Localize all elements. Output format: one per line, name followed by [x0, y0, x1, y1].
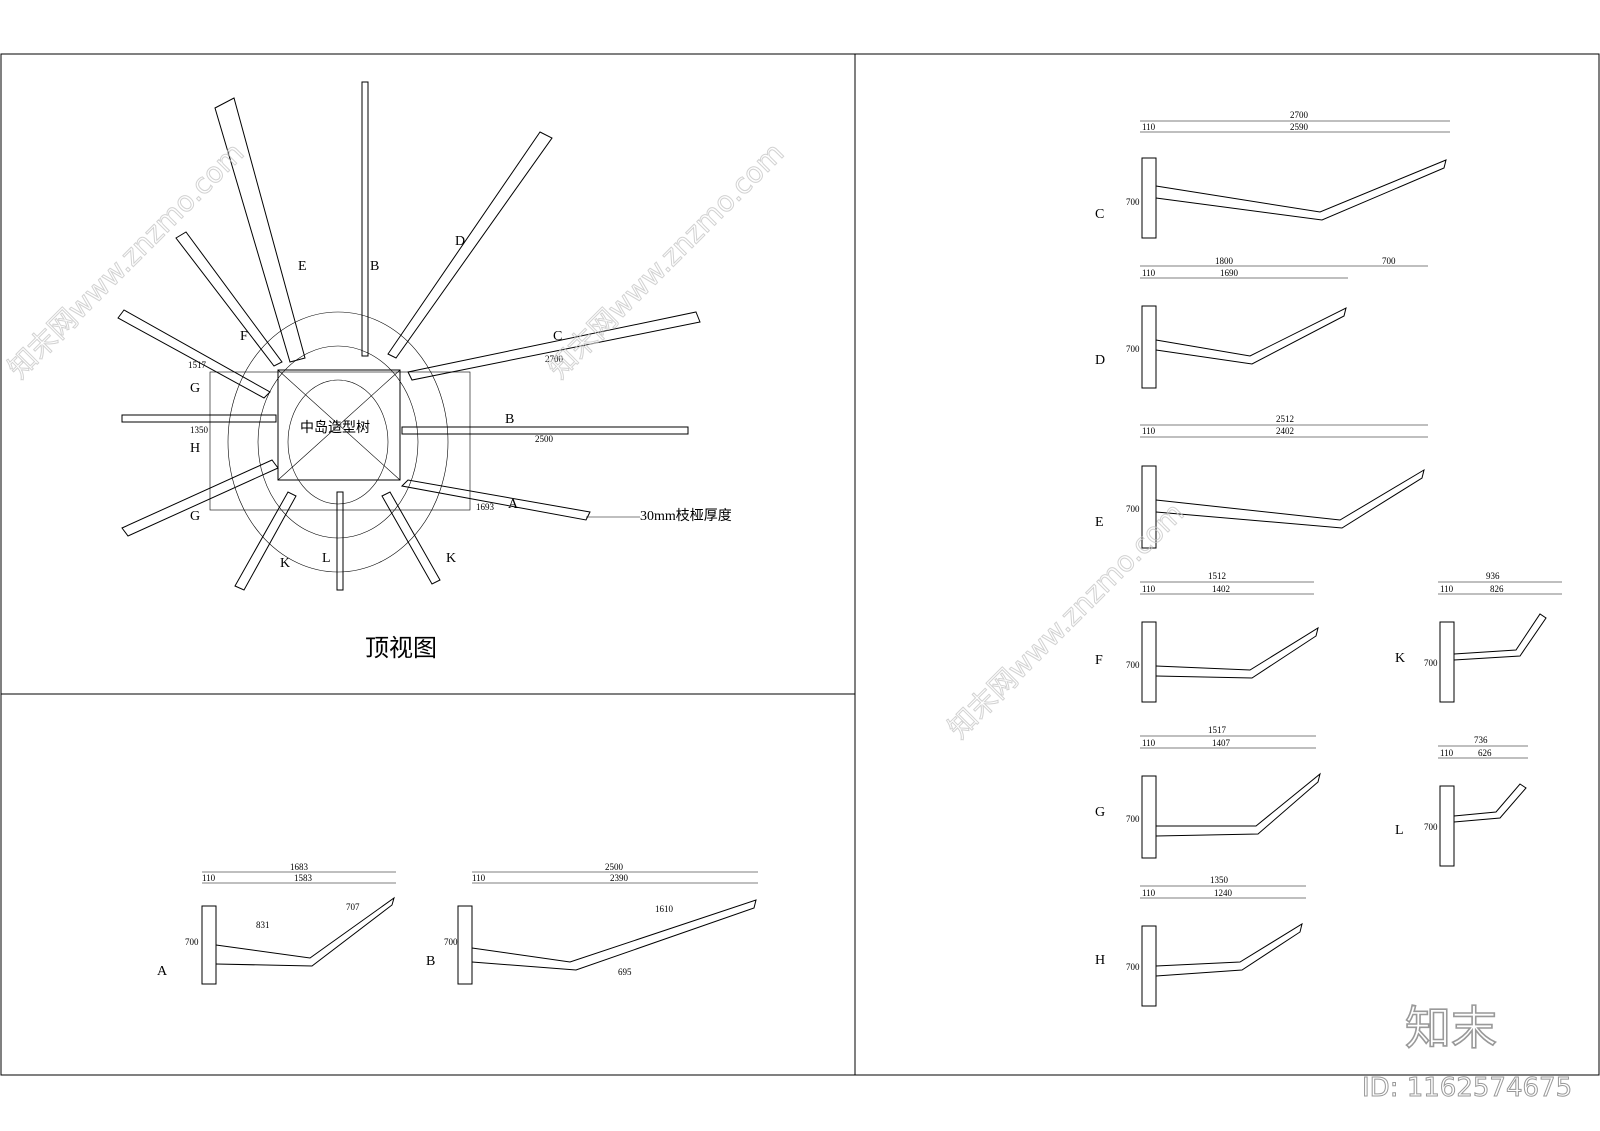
branch-label-f: F [240, 329, 248, 344]
profile-a-seg-3: 707 [346, 902, 360, 912]
branch-label-h: H [190, 441, 200, 456]
profile-a-seg-1: 831 [256, 920, 270, 930]
branch-label-g-top: G [190, 381, 200, 396]
watermark-text-3: 知末网www.znzmo.com [942, 496, 1191, 745]
profile-b-seg-3: 695 [618, 967, 632, 977]
profile-d-extra: 700 [1382, 256, 1396, 266]
branch-label-d: D [455, 234, 465, 249]
profile-d-total: 1800 [1215, 256, 1234, 266]
profile-e-height: 700 [1126, 504, 1140, 514]
branch-label-c: C [553, 329, 562, 344]
watermark-id: ID: 1162574675 [1362, 1073, 1572, 1103]
profile-c: 2700 2590 110 700 C [1095, 110, 1450, 239]
profile-d: 1800 1690 700 110 700 D [1095, 256, 1428, 389]
profile-h-label: H [1095, 953, 1105, 968]
profile-d-inner: 1690 [1220, 268, 1239, 278]
profile-k-total: 936 [1486, 571, 1500, 581]
profile-a-total: 1683 [290, 862, 309, 872]
profile-g-label: G [1095, 805, 1105, 820]
profile-e-base: 110 [1142, 426, 1156, 436]
watermark-brand: 知末 [1405, 1001, 1497, 1055]
branch-label-k-left: K [280, 556, 290, 571]
profile-h-base: 110 [1142, 888, 1156, 898]
dim-g: 1517 [188, 360, 207, 370]
profile-l: 736 626 110 700 L [1395, 735, 1528, 867]
profile-l-height: 700 [1424, 822, 1438, 832]
profile-c-label: C [1095, 207, 1104, 222]
profile-h-total: 1350 [1210, 875, 1229, 885]
profile-l-total: 736 [1474, 735, 1488, 745]
profile-k-label: K [1395, 651, 1405, 666]
dim-b: 2500 [535, 434, 554, 444]
profile-f-inner: 1402 [1212, 584, 1230, 594]
dim-a: 1693 [476, 502, 495, 512]
profile-a: 1683 1583 110 700 A 831 707 [157, 862, 396, 985]
top-view: 中岛造型树 30mm枝桠厚度 E B D C F G H G B A K [117, 81, 732, 662]
watermark-text-2: 知末网www.znzmo.com [542, 136, 791, 385]
profile-e-label: E [1095, 515, 1104, 530]
profile-g-inner: 1407 [1212, 738, 1231, 748]
dim-h: 1350 [190, 425, 209, 435]
branches [117, 81, 701, 591]
profile-a-height: 700 [185, 937, 199, 947]
profile-h-inner: 1240 [1214, 888, 1233, 898]
profile-g-height: 700 [1126, 814, 1140, 824]
profile-g-base: 110 [1142, 738, 1156, 748]
branch-label-b-top: B [370, 259, 379, 274]
profile-d-label: D [1095, 353, 1105, 368]
frame-left-top [0, 53, 856, 695]
profile-b-inner: 2390 [610, 873, 629, 883]
profile-b: 2500 2390 110 700 B 1610 695 [426, 862, 758, 985]
profile-b-height: 700 [444, 937, 458, 947]
watermark-text-1: 知末网www.znzmo.com [2, 136, 251, 385]
dim-c: 2700 [545, 354, 564, 364]
profile-d-base: 110 [1142, 268, 1156, 278]
profile-l-inner: 626 [1478, 748, 1492, 758]
profile-b-base: 110 [472, 873, 486, 883]
profile-l-label: L [1395, 823, 1404, 838]
profile-k: 936 826 110 700 K [1395, 571, 1562, 703]
profile-c-base: 110 [1142, 122, 1156, 132]
profile-b-seg-2: 1610 [655, 904, 674, 914]
profile-c-height: 700 [1126, 197, 1140, 207]
profile-e: 2512 2402 110 700 E [1095, 414, 1428, 549]
profile-a-base: 110 [202, 873, 216, 883]
profile-e-inner: 2402 [1276, 426, 1294, 436]
profile-l-base: 110 [1440, 748, 1454, 758]
profile-h: 1350 1240 110 700 H [1095, 875, 1306, 1007]
profile-f-height: 700 [1126, 660, 1140, 670]
frame-right [854, 53, 1600, 1076]
top-view-title: 顶视图 [365, 634, 437, 662]
branch-label-a: A [508, 497, 519, 512]
profile-b-total: 2500 [605, 862, 624, 872]
frame-left-bottom [0, 693, 856, 1076]
profile-f-total: 1512 [1208, 571, 1226, 581]
profile-g-total: 1517 [1208, 725, 1227, 735]
profile-d-height: 700 [1126, 344, 1140, 354]
branch-label-g-bottom: G [190, 509, 200, 524]
profile-c-total: 2700 [1290, 110, 1309, 120]
center-label: 中岛造型树 [300, 420, 370, 436]
branch-label-k-right: K [446, 551, 456, 566]
profile-a-inner: 1583 [294, 873, 313, 883]
profile-k-height: 700 [1424, 658, 1438, 668]
profile-k-base: 110 [1440, 584, 1454, 594]
branch-label-b-right: B [505, 412, 514, 427]
profile-h-height: 700 [1126, 962, 1140, 972]
profile-f-label: F [1095, 653, 1103, 668]
profile-f: 1512 1402 110 700 F [1095, 571, 1319, 703]
profile-g: 1517 1407 110 700 G [1095, 725, 1321, 859]
branch-label-l: L [322, 551, 331, 566]
profile-a-label: A [157, 964, 168, 979]
center-box [277, 369, 401, 481]
thickness-note: 30mm枝桠厚度 [640, 508, 732, 524]
branch-label-e: E [298, 259, 307, 274]
profile-c-inner: 2590 [1290, 122, 1309, 132]
profile-b-label: B [426, 954, 435, 969]
profile-k-inner: 826 [1490, 584, 1504, 594]
profile-e-total: 2512 [1276, 414, 1294, 424]
profile-f-base: 110 [1142, 584, 1156, 594]
